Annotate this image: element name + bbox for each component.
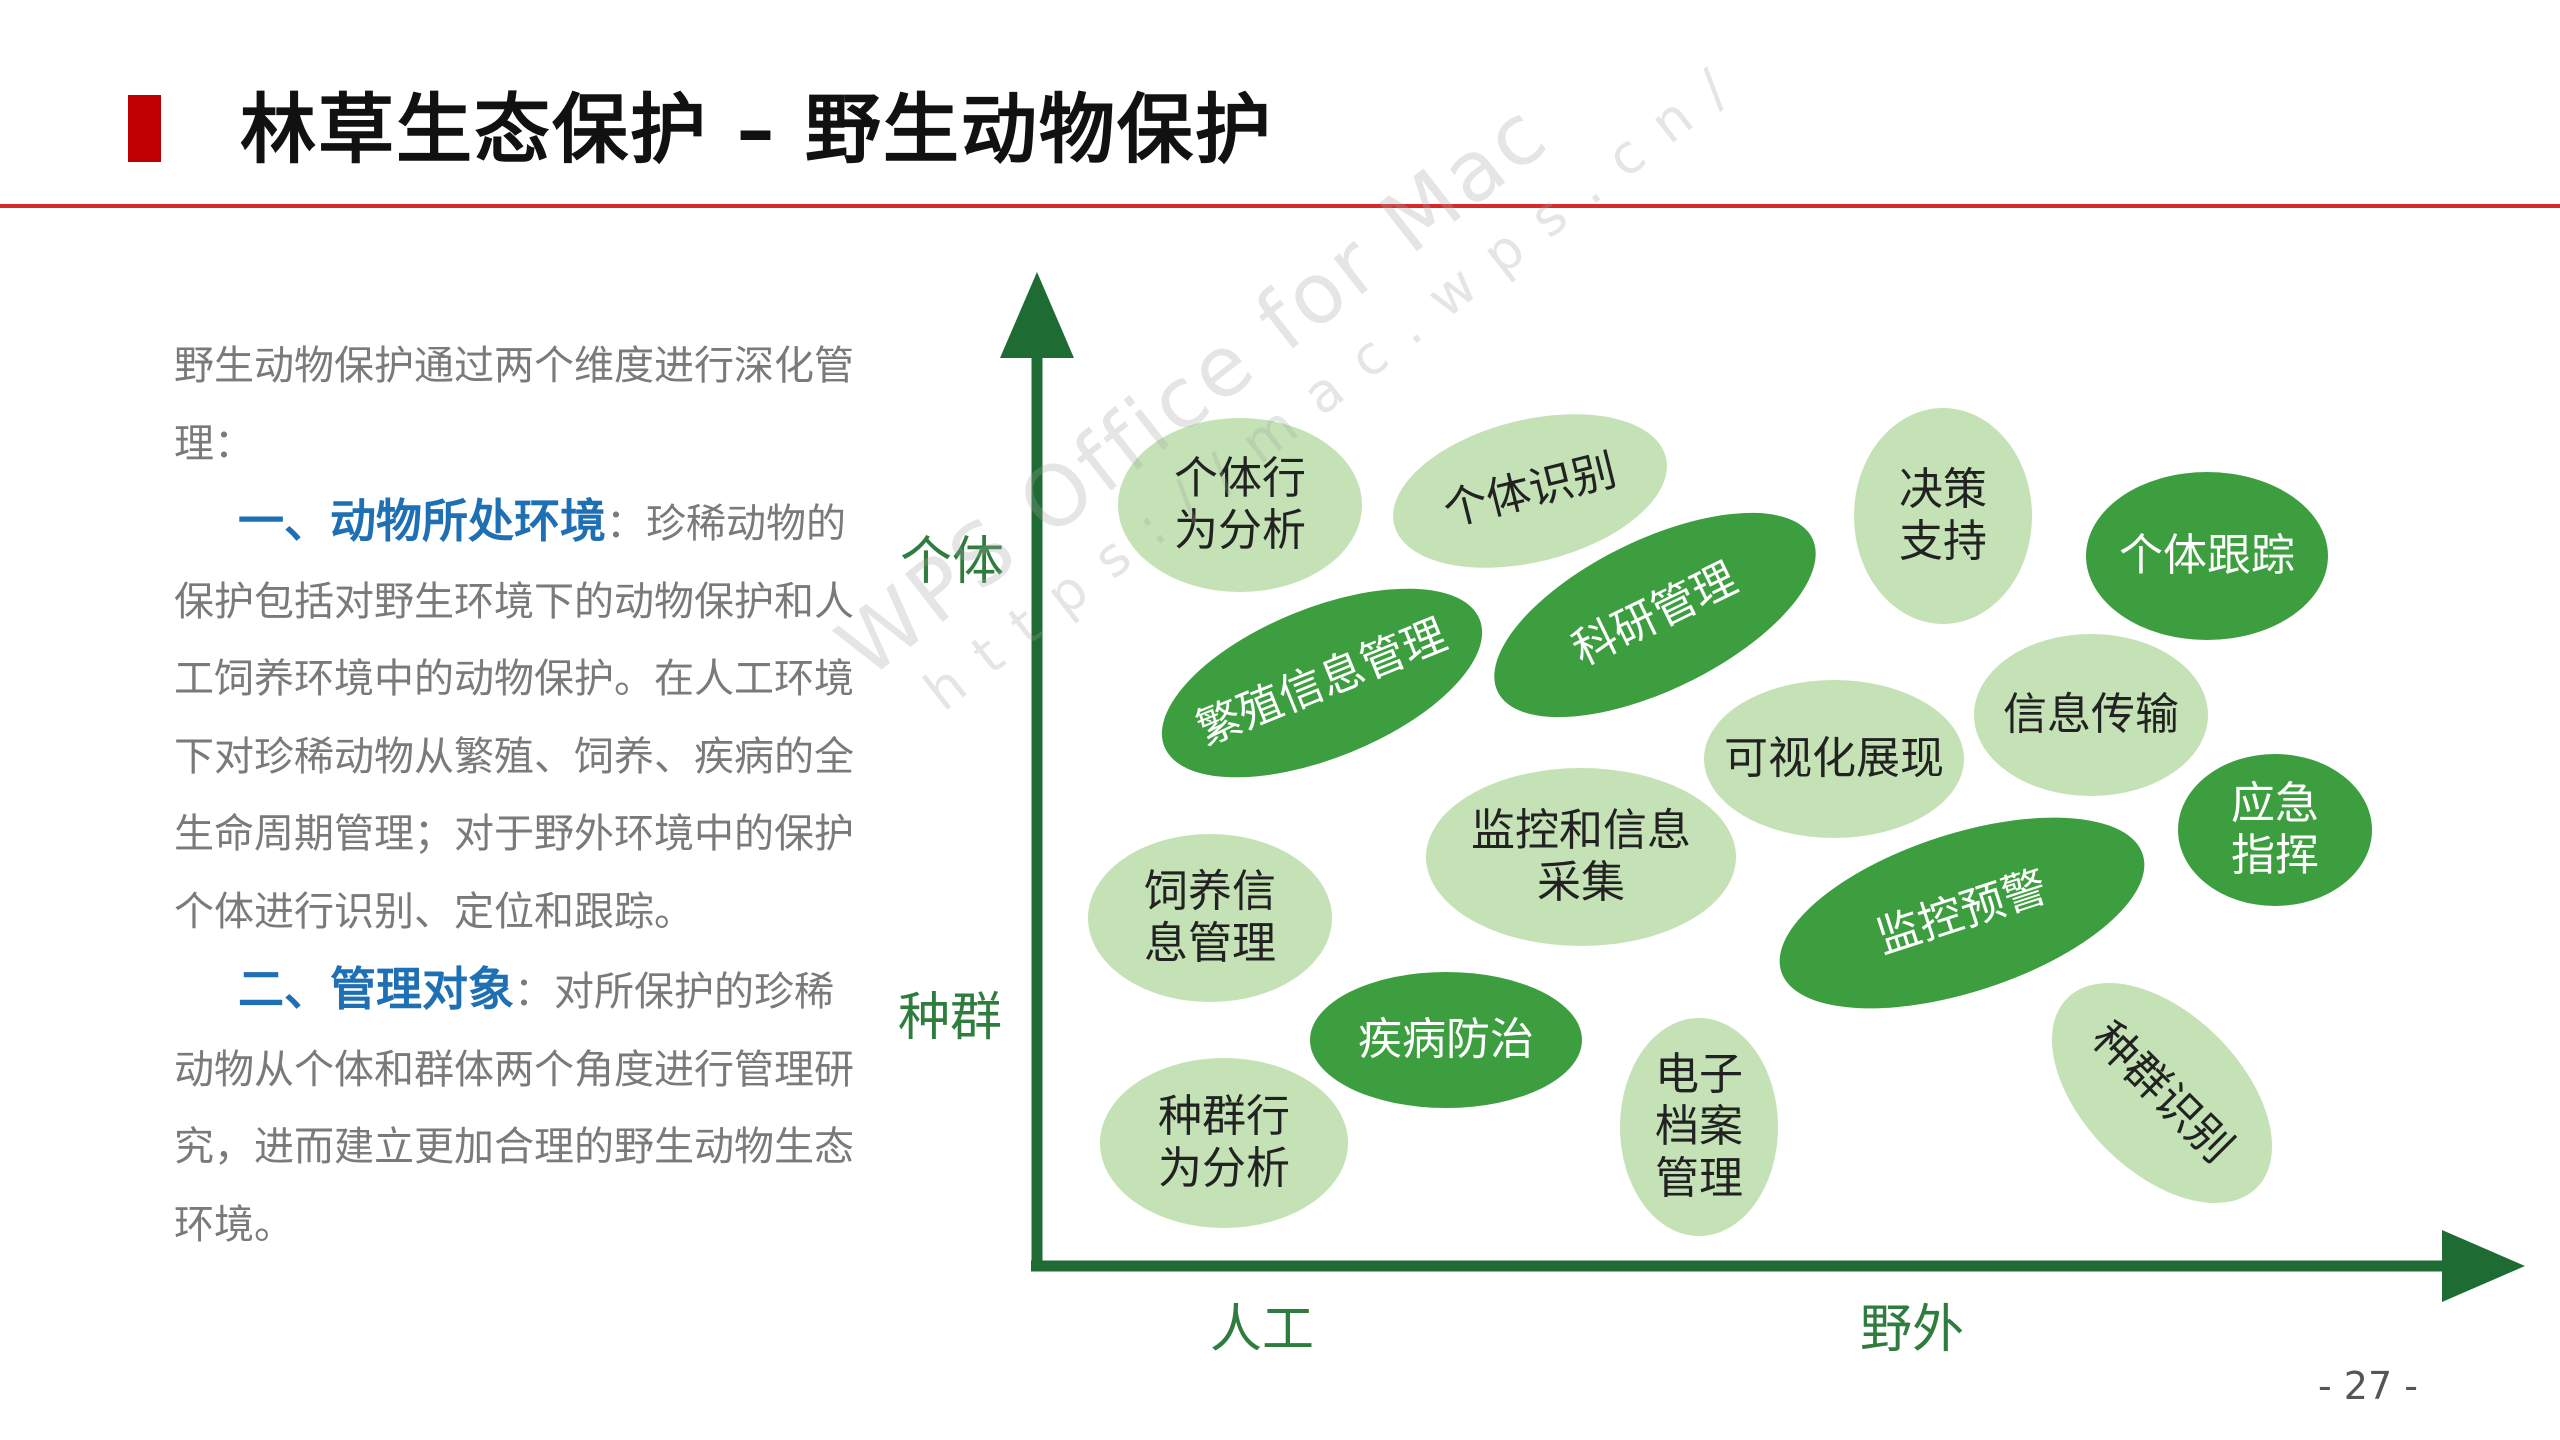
title-accent-bar xyxy=(128,95,161,162)
x-axis-arrow-icon xyxy=(2442,1230,2525,1302)
bubble-decision-support: 决策 支持 xyxy=(1854,408,2032,624)
bubble-population-behavior-analysis: 种群行 为分析 xyxy=(1100,1058,1348,1228)
page-number: - 27 - xyxy=(2318,1364,2418,1408)
page-title: 林草生态保护 – 野生动物保护 xyxy=(240,85,1273,174)
x-axis-right-label: 野外 xyxy=(1860,1300,1965,1360)
bubble-individual-tracking: 个体跟踪 xyxy=(2086,472,2328,640)
section-object-keyword: 二、管理对象 xyxy=(238,962,514,1016)
bubble-emergency-command: 应急 指挥 xyxy=(2178,754,2372,906)
description-text: 野生动物保护通过两个维度进行深化管理： 一、动物所处环境：珍稀动物的保护包括对野… xyxy=(174,328,864,1264)
section-object-text: ：对所保护的珍稀动物从个体和群体两个角度进行管理研究，进而建立更加合理的野生动物… xyxy=(174,969,854,1248)
y-axis-arrow-icon xyxy=(1000,272,1074,358)
section-object: 二、管理对象：对所保护的珍稀动物从个体和群体两个角度进行管理研究，进而建立更加合… xyxy=(174,951,864,1264)
title-divider xyxy=(0,204,2560,208)
section-environment-text: ：珍稀动物的保护包括对野生环境下的动物保护和人工饲养环境中的动物保护。在人工环境… xyxy=(174,501,854,935)
bubble-feeding-info-management: 饲养信 息管理 xyxy=(1088,834,1332,1002)
y-axis-top-label: 个体 xyxy=(900,532,1005,592)
bubble-visual-presentation: 可视化展现 xyxy=(1704,680,1964,838)
bubble-disease-prevention: 疾病防治 xyxy=(1310,972,1582,1108)
quadrant-diagram: 个体 种群 人工 野外 个体行 为分析 个体识别 决策 支持 个体跟踪 繁殖信息… xyxy=(870,260,2530,1400)
bubble-info-transmission: 信息传输 xyxy=(1974,634,2208,796)
section-environment: 一、动物所处环境：珍稀动物的保护包括对野生环境下的动物保护和人工饲养环境中的动物… xyxy=(174,483,864,951)
bubble-monitoring-info-collection: 监控和信息 采集 xyxy=(1426,768,1736,946)
section-environment-keyword: 一、动物所处环境 xyxy=(238,494,606,548)
y-axis-bottom-label: 种群 xyxy=(898,988,1003,1048)
x-axis-left-label: 人工 xyxy=(1210,1300,1315,1360)
intro-line: 野生动物保护通过两个维度进行深化管理： xyxy=(174,343,854,467)
bubble-electronic-archive-management: 电子 档案 管理 xyxy=(1620,1018,1778,1236)
axes-graphic xyxy=(1000,272,2525,1302)
bubble-individual-behavior-analysis: 个体行 为分析 xyxy=(1118,418,1362,592)
